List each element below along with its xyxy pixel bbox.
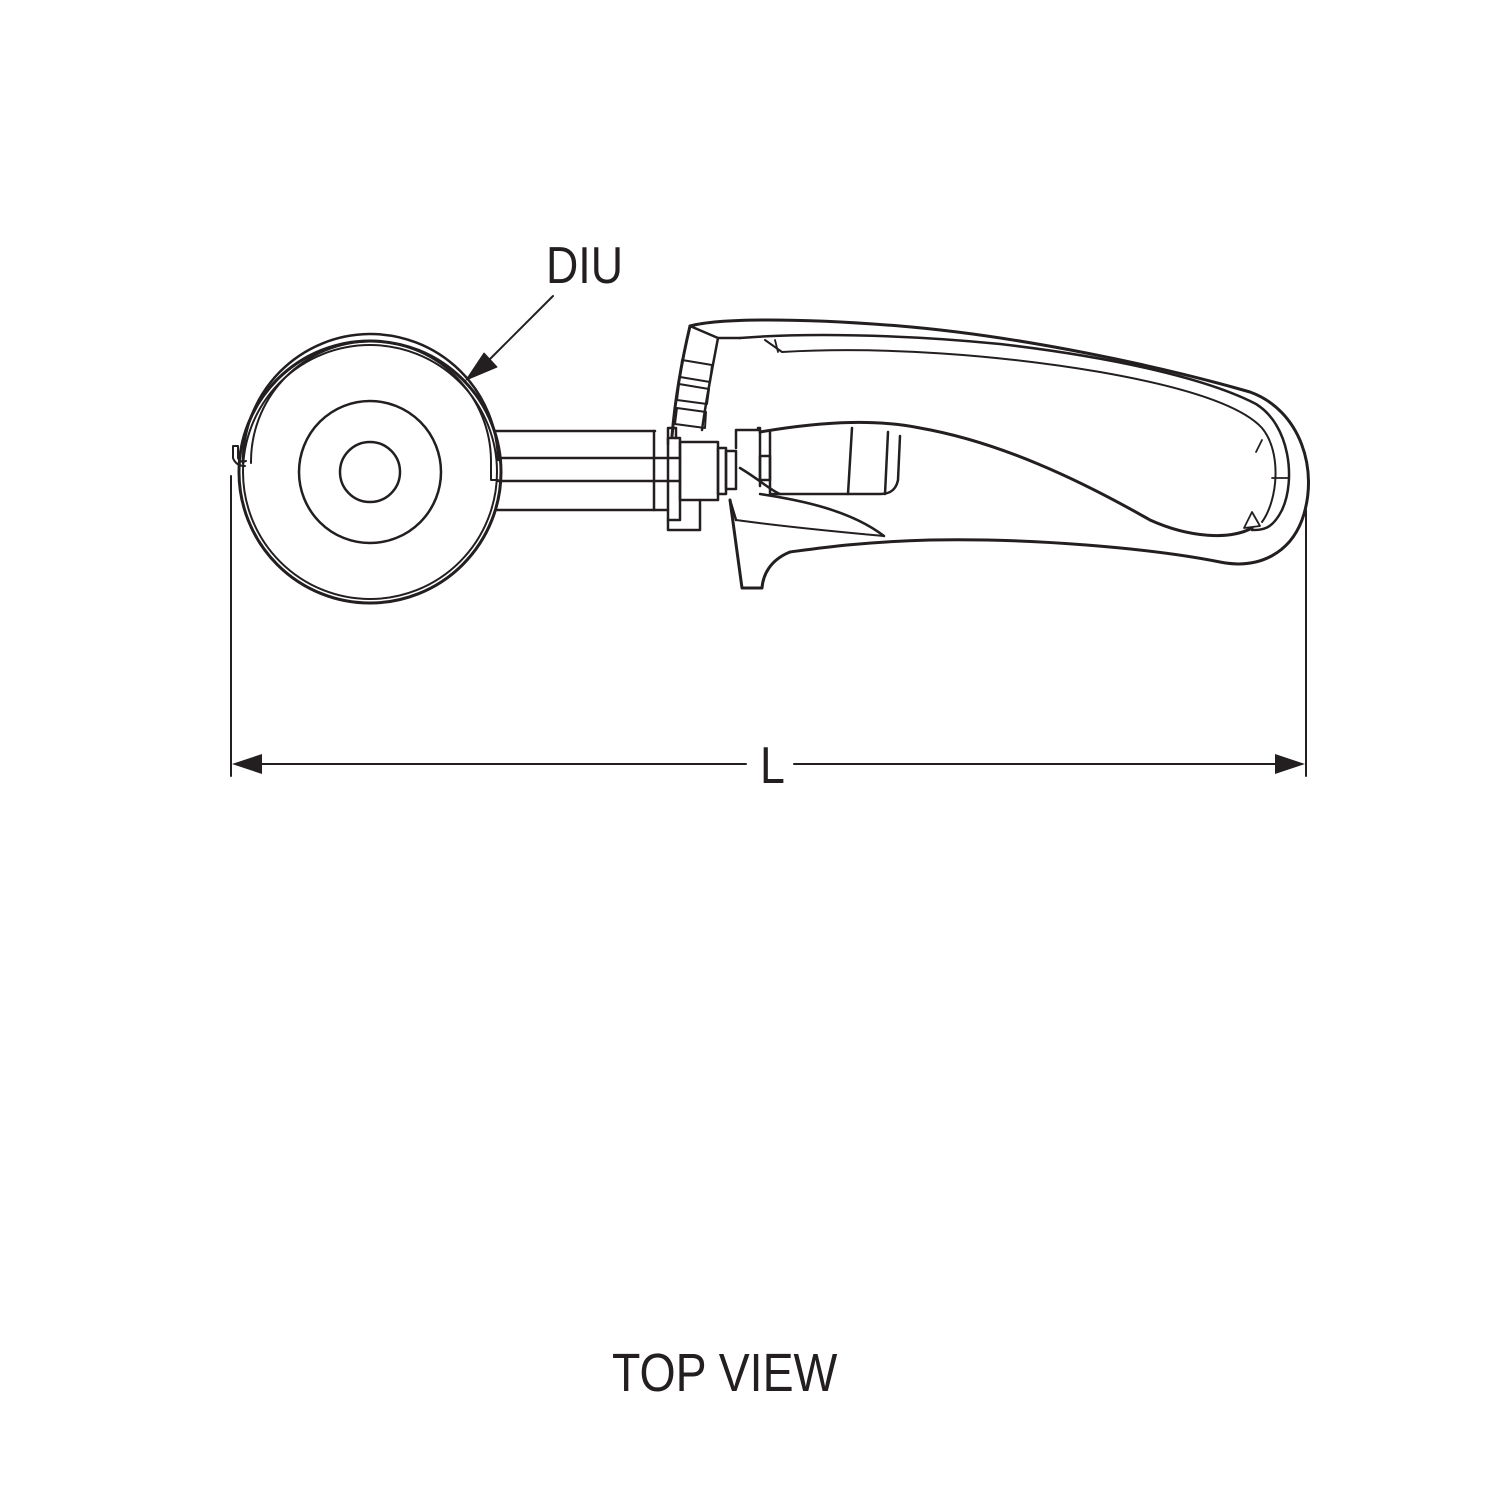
callout-label-diu: DIU [546,237,624,295]
hinge-mechanism [666,426,772,532]
scoop-neck [494,429,682,512]
lever-sweep [758,492,886,538]
scoop-bowl [232,332,503,605]
bowl-center-ring [338,440,402,504]
bowl-outer-rim [237,339,503,605]
arrowhead-left [232,754,262,774]
handle-thumb-cap [670,324,692,438]
trigger-lever [738,426,902,496]
sweep-band-outer [241,332,500,465]
diu-leader [465,295,554,381]
sweep-hook [232,445,247,467]
dimension-label-length: L [760,737,785,795]
bowl-mid-ring [297,399,443,545]
thumb-ribs [674,359,713,429]
view-title: TOP VIEW [612,1343,838,1403]
bowl-inner-rim [242,344,498,600]
sweep-band-inner [249,340,499,481]
scoop-handle [670,318,1310,590]
handle-outer-contour [688,318,1310,590]
handle-top-band [738,333,1291,532]
diu-arrowhead [465,352,498,381]
handle-inner-contour [758,420,1254,537]
arrowhead-right [1275,754,1305,774]
length-dimension [230,475,1307,777]
